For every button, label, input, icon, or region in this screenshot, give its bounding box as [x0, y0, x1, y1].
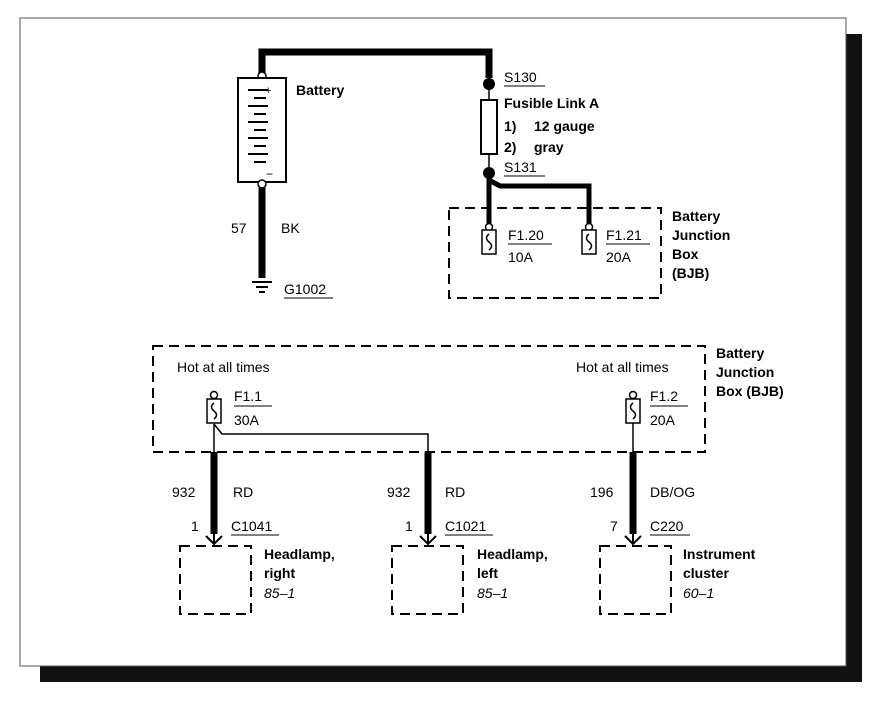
circuit-196-number: 196	[590, 484, 614, 500]
headlamp-left-side: left	[477, 565, 498, 581]
fusible-link-spec-1: 12 gauge	[534, 118, 595, 134]
headlamp-right-ref: 85–1	[264, 585, 295, 601]
ground-icon	[252, 281, 272, 293]
c1041-label: C1041	[231, 518, 272, 534]
instrument-cluster-name: Instrument	[683, 546, 756, 562]
page-shadow-right	[846, 34, 862, 682]
headlamp-left-box	[391, 545, 464, 615]
c220-pin: 7	[610, 518, 618, 534]
battery-label: Battery	[296, 82, 344, 98]
fuse-f1-20-rating: 10A	[508, 249, 534, 265]
fuse-f1-21-rating: 20A	[606, 249, 632, 265]
fuse-f1-2-id: F1.2	[650, 388, 678, 404]
splice-s131-label: S131	[504, 159, 537, 175]
fusible-link-symbol	[480, 99, 498, 155]
headlamp-right-box	[179, 545, 252, 615]
svg-text:Box: Box	[672, 246, 699, 262]
headlamp-right-name: Headlamp,	[264, 546, 335, 562]
page-shadow-bottom	[40, 666, 862, 682]
battery-positive-wire	[258, 48, 493, 78]
instrument-cluster-ref: 60–1	[683, 585, 714, 601]
battery-cells	[248, 89, 268, 163]
ground-id: G1002	[284, 281, 326, 297]
page-frame	[19, 17, 847, 667]
svg-text:Box (BJB): Box (BJB)	[716, 383, 784, 399]
hot-at-all-times-left: Hot at all times	[177, 359, 270, 375]
fuse-f1-1	[206, 390, 222, 424]
ground-wire-color: BK	[281, 220, 300, 236]
fusible-link-spec-2: gray	[534, 139, 564, 155]
fuse-f1-2	[625, 390, 641, 424]
circuit-932-left-number: 932	[387, 484, 411, 500]
splice-s131-dot	[483, 167, 495, 179]
ground-circuit-number: 57	[231, 220, 247, 236]
circuit-932-left-color: RD	[445, 484, 465, 500]
bjb-internal-bus	[213, 423, 429, 452]
fuse-f1-1-rating: 30A	[234, 412, 260, 428]
fuse-f1-20-id: F1.20	[508, 227, 544, 243]
headlamp-right-side: right	[264, 565, 295, 581]
hot-at-all-times-right: Hot at all times	[576, 359, 669, 375]
battery-minus-sign: −	[266, 167, 273, 181]
svg-text:Junction: Junction	[672, 227, 730, 243]
circuit-932-right-number: 932	[172, 484, 196, 500]
c1041-connector-icon	[205, 534, 223, 546]
svg-text:Battery: Battery	[672, 208, 720, 224]
circuit-932-right-color: RD	[233, 484, 253, 500]
bjb-bottom-label: Battery Junction Box (BJB)	[716, 345, 784, 399]
instrument-cluster-box	[599, 545, 672, 615]
fusible-link-title: Fusible Link A	[504, 95, 599, 111]
svg-text:Junction: Junction	[716, 364, 774, 380]
svg-text:(BJB): (BJB)	[672, 265, 709, 281]
headlamp-left-ref: 85–1	[477, 585, 508, 601]
battery-negative-terminal	[257, 179, 267, 189]
splice-s130-label: S130	[504, 69, 537, 85]
c1021-label: C1021	[445, 518, 486, 534]
c220-connector-icon	[624, 534, 642, 546]
fusible-link-spec-1-num: 1)	[504, 118, 516, 134]
fuse-f1-2-rating: 20A	[650, 412, 676, 428]
c1041-pin: 1	[191, 518, 199, 534]
fuse-f1-21-id: F1.21	[606, 227, 642, 243]
bjb-feed-wire	[486, 176, 592, 224]
bjb-top-label: Battery Junction Box (BJB)	[672, 208, 730, 281]
circuit-196-color: DB/OG	[650, 484, 695, 500]
c1021-pin: 1	[405, 518, 413, 534]
headlamp-left-name: Headlamp,	[477, 546, 548, 562]
splice-s130-dot	[483, 78, 495, 90]
fusible-link-spec-2-num: 2)	[504, 139, 516, 155]
fuse-f1-1-id: F1.1	[234, 388, 262, 404]
c1021-connector-icon	[419, 534, 437, 546]
instrument-cluster-name-2: cluster	[683, 565, 729, 581]
svg-text:Battery: Battery	[716, 345, 764, 361]
fuse-f1-21	[581, 222, 597, 255]
fuse-f1-20	[481, 222, 497, 255]
c220-label: C220	[650, 518, 684, 534]
bjb-top-box	[448, 207, 662, 299]
battery-plus-sign: +	[265, 85, 271, 97]
